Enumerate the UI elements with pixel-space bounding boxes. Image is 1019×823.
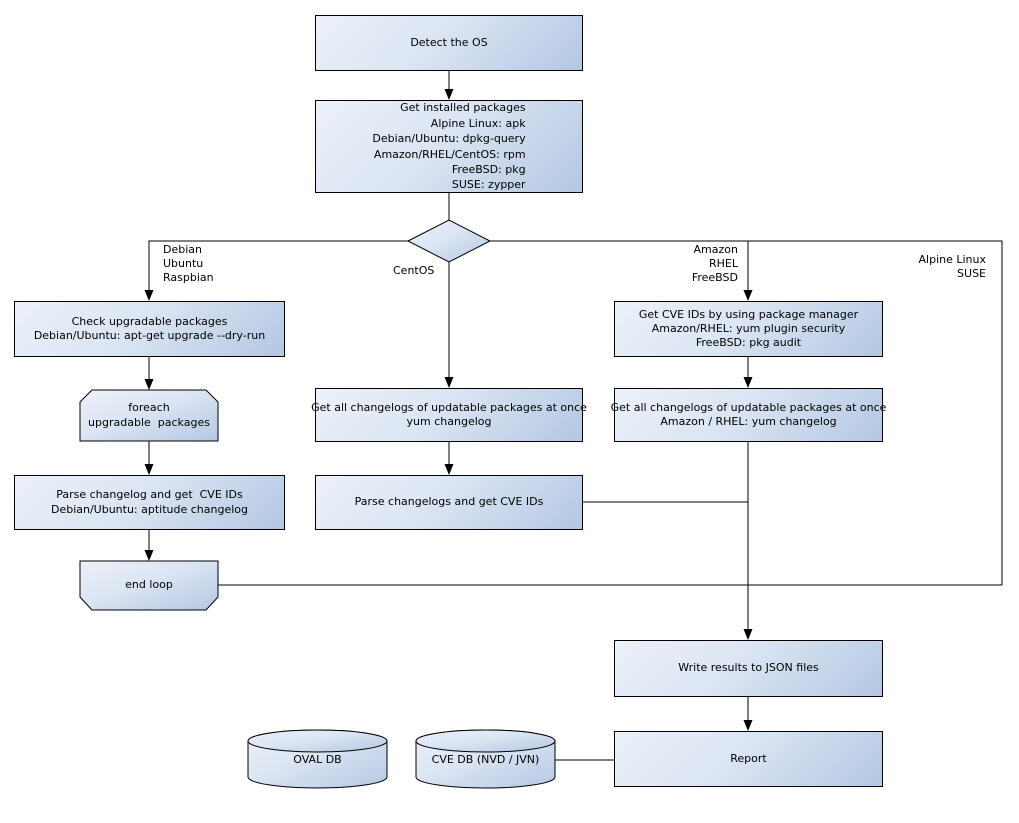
foreach-loop-shape (79, 389, 219, 442)
branch-label-centos: CentOS (393, 264, 435, 277)
node-parse-changelogs: Parse changelogs and get CVE IDs (315, 475, 583, 530)
node-write-results-json: Write results to JSON files (614, 640, 883, 697)
branch-label-debian-ubuntu-raspbian: Debian Ubuntu Raspbian (163, 243, 214, 284)
node-get-changelogs-amazon: Get all changelogs of updatable packages… (611, 388, 886, 442)
arrowhead-report (743, 720, 753, 731)
edge-diamond-left-branch (148, 240, 408, 298)
arrowhead-write-json (743, 629, 753, 640)
node-get-changelogs-centos: Get all changelogs of updatable packages… (311, 388, 587, 442)
cve-db-label: CVE DB (NVD / JVN) (431, 752, 540, 766)
node-get-cve-ids-package-manager: Get CVE IDs by using package manager Ama… (614, 301, 883, 357)
arrowhead-check-upgradable (144, 290, 154, 301)
node-get-installed-packages: Get installed packages Alpine Linux: apk… (315, 100, 583, 193)
arrowhead-changelogs-amazon (743, 377, 753, 388)
node-parse-changelog-debian: Parse changelog and get CVE IDs Debian/U… (14, 475, 285, 530)
arrowhead-getcveids (743, 290, 753, 301)
arrowhead-installed (444, 89, 454, 100)
oval-db-cylinder-top (247, 729, 388, 753)
oval-db-label: OVAL DB (293, 752, 342, 766)
arrowhead-foreach (144, 379, 154, 390)
foreach-loop-label: foreach upgradable packages (88, 401, 210, 429)
end-loop-shape (79, 560, 219, 611)
os-decision-diamond (406, 219, 492, 263)
node-check-upgradable-packages: Check upgradable packages Debian/Ubuntu:… (14, 301, 285, 357)
node-report: Report (614, 731, 883, 787)
cve-db-cylinder-top (415, 729, 556, 753)
end-loop-label: end loop (125, 578, 173, 592)
branch-label-amazon-rhel-freebsd: Amazon RHEL FreeBSD (691, 243, 738, 284)
edge-diamond-right-branch (490, 240, 1003, 585)
node-detect-os: Detect the OS (315, 15, 583, 71)
arrowhead-parse-deb (144, 464, 154, 475)
arrowhead-parse-changelogs (444, 464, 454, 475)
arrowhead-endloop (144, 550, 154, 561)
branch-label-alpine-suse: Alpine Linux SUSE (918, 253, 987, 280)
arrowhead-centos-box (444, 377, 454, 388)
